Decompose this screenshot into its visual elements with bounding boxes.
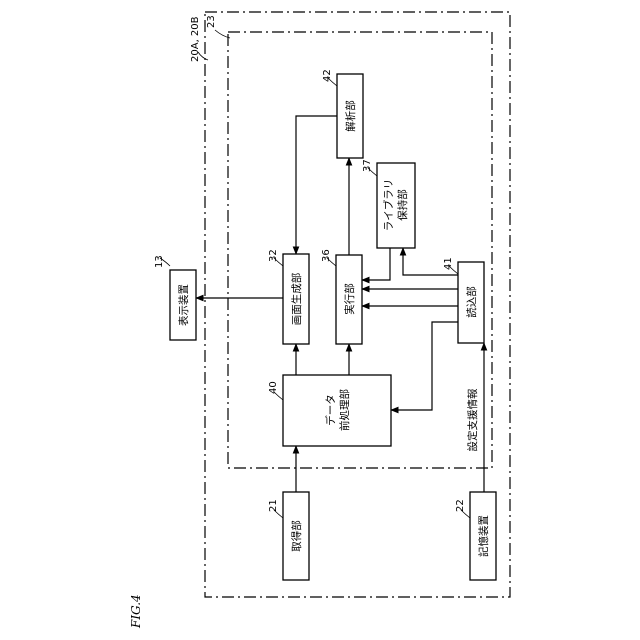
block-acquire: 取得部 21 xyxy=(268,492,309,580)
block-library-holding-label-2: 保持部 xyxy=(396,189,409,221)
inner-container-ref: 23 xyxy=(206,15,217,28)
block-analysis-label: 解析部 xyxy=(344,100,357,132)
block-screen-generation-label: 画面生成部 xyxy=(290,273,303,326)
block-storage-label: 記憶装置 xyxy=(477,515,490,557)
block-analysis-ref: 42 xyxy=(322,69,333,82)
block-storage: 記憶装置 22 xyxy=(455,492,496,580)
block-analysis: 解析部 42 xyxy=(322,69,363,158)
edge-analyze-to-screen xyxy=(296,116,337,254)
block-data-preprocessing-ref: 40 xyxy=(268,381,279,394)
edge-loader-to-preproc xyxy=(391,322,458,410)
block-display-device: 表示装置 13 xyxy=(154,255,196,340)
block-screen-generation-ref: 32 xyxy=(268,249,279,262)
block-loader: 読込部 41 xyxy=(443,257,484,343)
figure-label: FIG.4 xyxy=(129,594,143,629)
block-library-holding-label-1: ライブラリ xyxy=(382,179,395,232)
block-data-preprocessing: データ 前処理部 40 xyxy=(268,375,391,446)
edge-library-to-execute xyxy=(362,248,390,280)
block-loader-ref: 41 xyxy=(443,257,454,270)
edge-label-setting-info: 設定支援情報 xyxy=(466,388,479,451)
block-display-device-label: 表示装置 xyxy=(177,284,190,326)
outer-container-ref: 20A, 20B xyxy=(190,16,201,62)
block-acquire-label: 取得部 xyxy=(290,520,303,552)
block-screen-generation: 画面生成部 32 xyxy=(268,249,309,344)
block-display-device-ref: 13 xyxy=(154,255,165,268)
block-acquire-ref: 21 xyxy=(268,499,279,512)
block-data-preprocessing-label-1: データ xyxy=(324,394,337,426)
block-execution: 実行部 36 xyxy=(321,249,362,344)
block-data-preprocessing-label-2: 前処理部 xyxy=(338,389,351,431)
block-loader-label: 読込部 xyxy=(465,286,478,318)
block-library-holding-ref: 37 xyxy=(362,159,373,172)
block-storage-ref: 22 xyxy=(455,499,466,512)
block-execution-label: 実行部 xyxy=(343,283,356,315)
block-library-holding: ライブラリ 保持部 37 xyxy=(362,159,415,248)
block-execution-ref: 36 xyxy=(321,249,332,262)
